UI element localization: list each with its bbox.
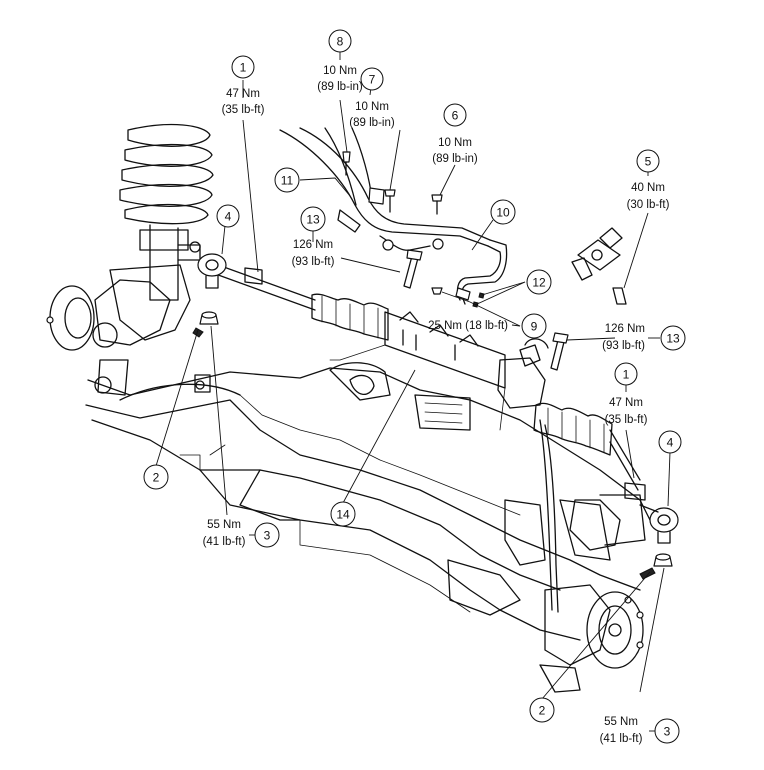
torque-imperial: (30 lb-ft) bbox=[627, 199, 670, 211]
callout-number: 5 bbox=[645, 155, 652, 169]
callouts: 1 47 Nm (35 lb-ft) 8 10 Nm (89 lb-in) 7 … bbox=[143, 29, 686, 745]
steering-rack bbox=[209, 261, 646, 501]
callout-number: 8 bbox=[337, 35, 344, 49]
torque-nm: 126 Nm bbox=[293, 239, 333, 251]
callout-12-clips: 12 bbox=[526, 269, 552, 295]
torque-imperial: (35 lb-ft) bbox=[222, 104, 265, 116]
torque-imperial: (41 lb-ft) bbox=[600, 733, 643, 745]
right-tie-rod-end bbox=[639, 504, 679, 544]
callout-8-bolt: 8 10 Nm (89 lb-in) bbox=[317, 29, 363, 93]
left-strut-spring bbox=[119, 123, 214, 301]
intermediate-shaft-joint bbox=[571, 227, 627, 305]
callout-1-left-tie-rod-jam-nut: 1 47 Nm (35 lb-ft) bbox=[222, 55, 265, 116]
power-steering-lines bbox=[279, 127, 508, 305]
callout-7-bolt: 7 10 Nm (89 lb-in) bbox=[349, 67, 395, 129]
right-nut-and-pin bbox=[639, 553, 673, 580]
torque-imperial: (41 lb-ft) bbox=[203, 536, 246, 548]
callout-number: 4 bbox=[225, 210, 232, 224]
torque-nm: 10 Nm bbox=[355, 101, 389, 113]
bolt-13-right bbox=[550, 332, 569, 371]
callout-number: 10 bbox=[496, 206, 510, 220]
callout-4-left-tie-rod-end: 4 bbox=[216, 204, 240, 228]
callout-9-bracket-bolt: 25 Nm (18 lb-ft) 9 bbox=[428, 313, 547, 339]
callout-13-gear-bolt-left: 13 126 Nm (93 lb-ft) bbox=[292, 206, 335, 268]
torque-nm: 10 Nm bbox=[438, 137, 472, 149]
right-knuckle-hub bbox=[539, 494, 646, 693]
callout-13-gear-bolt-right: 126 Nm (93 lb-ft) 13 bbox=[602, 323, 686, 352]
callout-number: 3 bbox=[264, 529, 271, 543]
callout-3-left-nut: 55 Nm (41 lb-ft) 3 bbox=[203, 519, 280, 548]
callout-number: 3 bbox=[664, 725, 671, 739]
torque-nm: 47 Nm bbox=[226, 88, 260, 100]
callout-4-right-tie-rod-end: 4 bbox=[658, 430, 682, 454]
torque-nm: 126 Nm bbox=[605, 323, 645, 335]
callout-1-right-tie-rod-jam-nut: 1 47 Nm (35 lb-ft) bbox=[605, 362, 648, 426]
callout-number: 4 bbox=[667, 436, 674, 450]
callout-number: 2 bbox=[539, 704, 546, 718]
callout-14-steering-gear: 14 bbox=[330, 501, 356, 527]
torque-nm: 55 Nm bbox=[207, 519, 241, 531]
subframe-crossmember bbox=[85, 362, 651, 641]
callout-2-left-cotter-pin: 2 bbox=[143, 464, 169, 490]
callout-5-pinch-bolt: 5 40 Nm (30 lb-ft) bbox=[627, 149, 670, 211]
torque-text: 25 Nm (18 lb-ft) bbox=[428, 320, 508, 332]
callout-number: 11 bbox=[281, 174, 294, 188]
torque-imperial: (35 lb-ft) bbox=[605, 414, 648, 426]
torque-imperial: (89 lb-in) bbox=[317, 81, 363, 93]
torque-nm: 55 Nm bbox=[604, 716, 638, 728]
callout-number: 13 bbox=[666, 332, 680, 346]
callout-6-bolt: 6 10 Nm (89 lb-in) bbox=[432, 103, 478, 165]
callout-number: 1 bbox=[623, 368, 630, 382]
callout-10-return-line: 10 bbox=[490, 199, 516, 225]
callout-number: 6 bbox=[452, 109, 459, 123]
callout-number: 2 bbox=[153, 471, 160, 485]
torque-nm: 47 Nm bbox=[609, 397, 643, 409]
torque-imperial: (93 lb-ft) bbox=[292, 256, 335, 268]
torque-imperial: (89 lb-in) bbox=[432, 153, 478, 165]
illustration bbox=[46, 123, 679, 693]
left-nut-and-pin bbox=[192, 311, 219, 338]
callout-number: 12 bbox=[532, 276, 546, 290]
callout-2-right-cotter-pin: 2 bbox=[529, 697, 555, 723]
left-tie-rod-end bbox=[197, 253, 227, 289]
callout-number: 13 bbox=[306, 213, 320, 227]
callout-11-pressure-line: 11 bbox=[274, 167, 300, 193]
small-bolts bbox=[342, 151, 485, 308]
torque-nm: 40 Nm bbox=[631, 182, 665, 194]
callout-number: 9 bbox=[531, 320, 538, 334]
torque-nm: 10 Nm bbox=[323, 65, 357, 77]
torque-imperial: (89 lb-in) bbox=[349, 117, 395, 129]
left-knuckle-hub bbox=[46, 264, 211, 396]
callout-number: 7 bbox=[369, 73, 376, 87]
bolt-13-left bbox=[403, 249, 423, 289]
callout-3-right-nut: 55 Nm (41 lb-ft) 3 bbox=[600, 716, 680, 745]
callout-number: 1 bbox=[240, 61, 247, 75]
torque-imperial: (93 lb-ft) bbox=[602, 340, 645, 352]
callout-number: 14 bbox=[336, 508, 350, 522]
